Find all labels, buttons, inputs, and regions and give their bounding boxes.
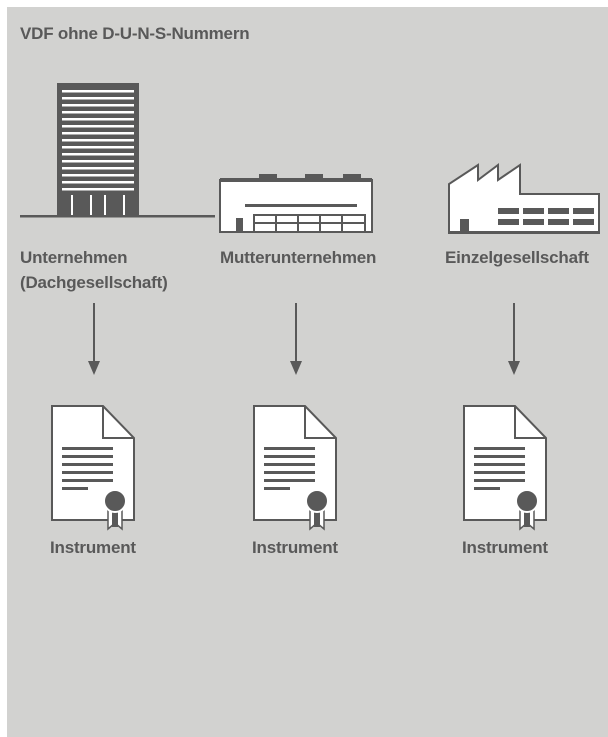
entity-label-mutterunternehmen: Mutterunternehmen [220,245,376,270]
document-label: Instrument [462,538,548,557]
certificate-document-icon [51,405,135,531]
factory-icon [448,163,600,234]
document-label: Instrument [50,538,136,557]
entity-label-line1: Mutterunternehmen [220,248,377,267]
diagram-panel: VDF ohne D-U-N-S-Nummern [7,7,608,737]
entity-label-line1: Unternehmen [20,248,128,267]
office-tower-icon [20,83,215,218]
arrow-down-icon [508,303,520,375]
warehouse-icon [219,174,373,233]
certificate-document-icon [463,405,547,531]
entity-label-line2: (Dachgesellschaft) [20,273,168,292]
entity-label-einzelgesellschaft: Einzelgesellschaft [445,245,589,270]
arrow-down-icon [290,303,302,375]
diagram-title: VDF ohne D-U-N-S-Nummern [20,24,250,43]
entity-label-line1: Einzelgesellschaft [445,248,589,267]
certificate-document-icon [253,405,337,531]
entity-label-unternehmen: Unternehmen (Dachgesellschaft) [20,245,168,295]
arrow-down-icon [88,303,100,375]
document-label: Instrument [252,538,338,557]
